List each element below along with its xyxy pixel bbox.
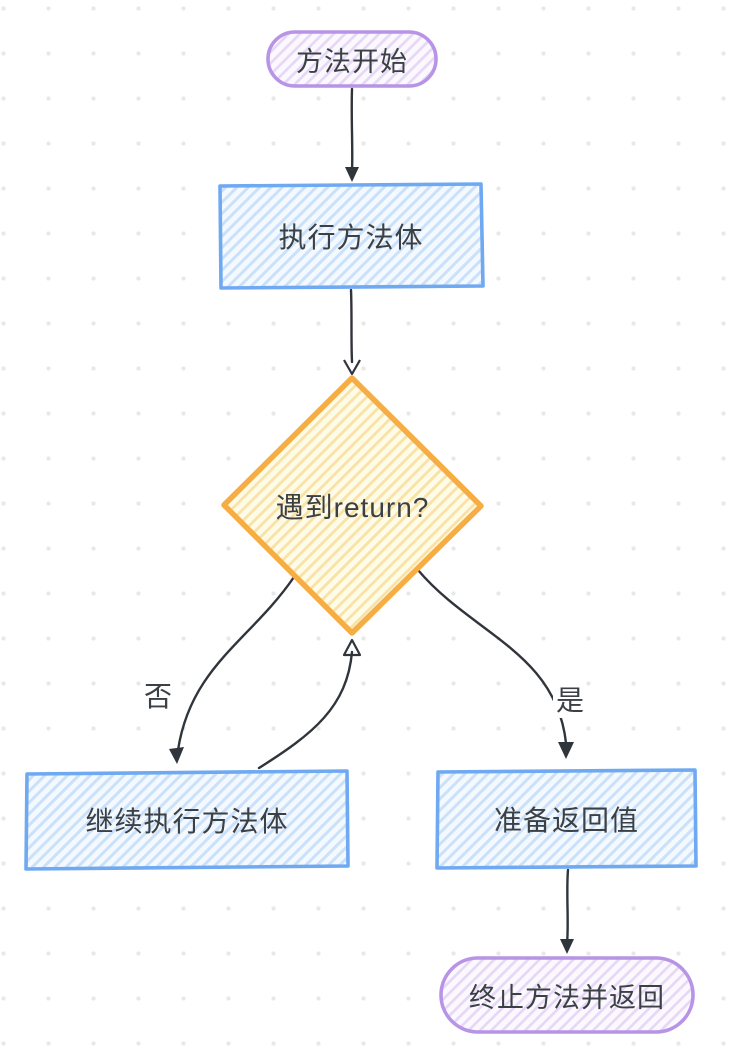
end-node-shape — [439, 956, 695, 1034]
edge-execute-decision-arrowhead — [343, 359, 361, 376]
edge-decision-continue — [176, 575, 296, 752]
edge-execute-decision — [349, 288, 354, 364]
nodes-layer — [24, 30, 698, 1034]
decision-node-shape — [221, 375, 484, 636]
edge-continue-decision-arrowhead — [342, 638, 362, 657]
prepare-node-shape — [435, 768, 698, 870]
continue-node-shape — [24, 769, 350, 871]
execute-node-shape — [218, 182, 485, 290]
edge-prepare-end-arrowhead — [560, 939, 574, 954]
arrowheads-layer — [169, 167, 574, 954]
edge-prepare-end — [565, 868, 570, 946]
edge-decision-prepare — [416, 568, 568, 745]
edge-continue-decision — [257, 650, 354, 770]
edge-start-execute-arrowhead — [345, 167, 359, 182]
edge-decision-continue-arrowhead — [169, 747, 184, 764]
edge-decision-prepare-arrowhead — [558, 742, 574, 759]
start-node-shape — [266, 30, 438, 88]
edge-start-execute — [350, 87, 354, 174]
